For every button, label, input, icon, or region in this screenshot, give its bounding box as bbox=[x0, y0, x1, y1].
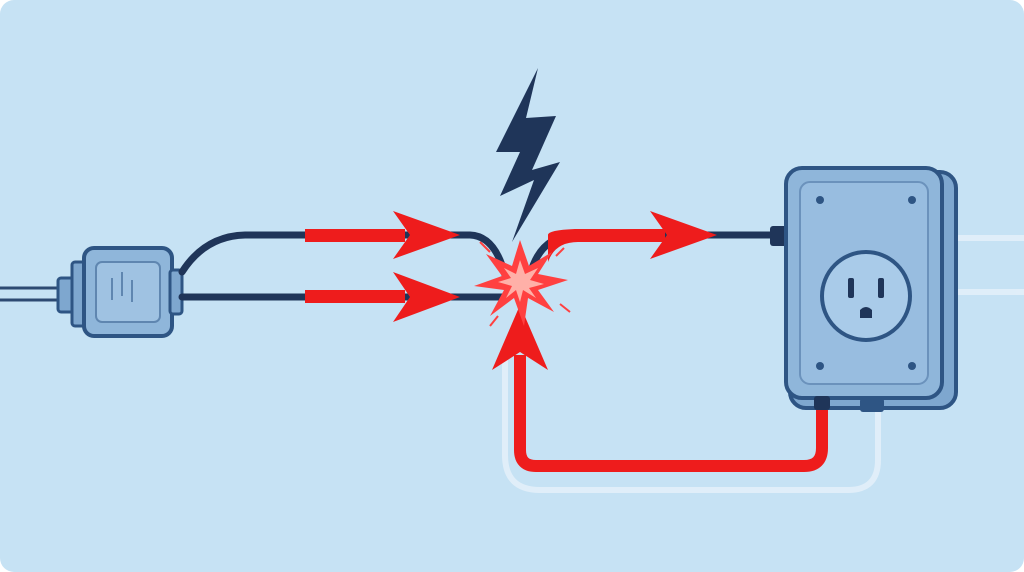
plug-icon bbox=[56, 246, 184, 338]
outlet-plug-connector bbox=[770, 226, 788, 246]
return-arrow-head bbox=[492, 305, 548, 370]
faint-wires bbox=[502, 235, 1024, 493]
return-current-path bbox=[514, 355, 828, 472]
current-arrows bbox=[305, 211, 717, 322]
lightning-bolt-icon bbox=[496, 68, 560, 242]
outlet-box-icon bbox=[784, 166, 958, 412]
spark-icon bbox=[474, 240, 571, 327]
incoming-wires bbox=[0, 286, 65, 302]
